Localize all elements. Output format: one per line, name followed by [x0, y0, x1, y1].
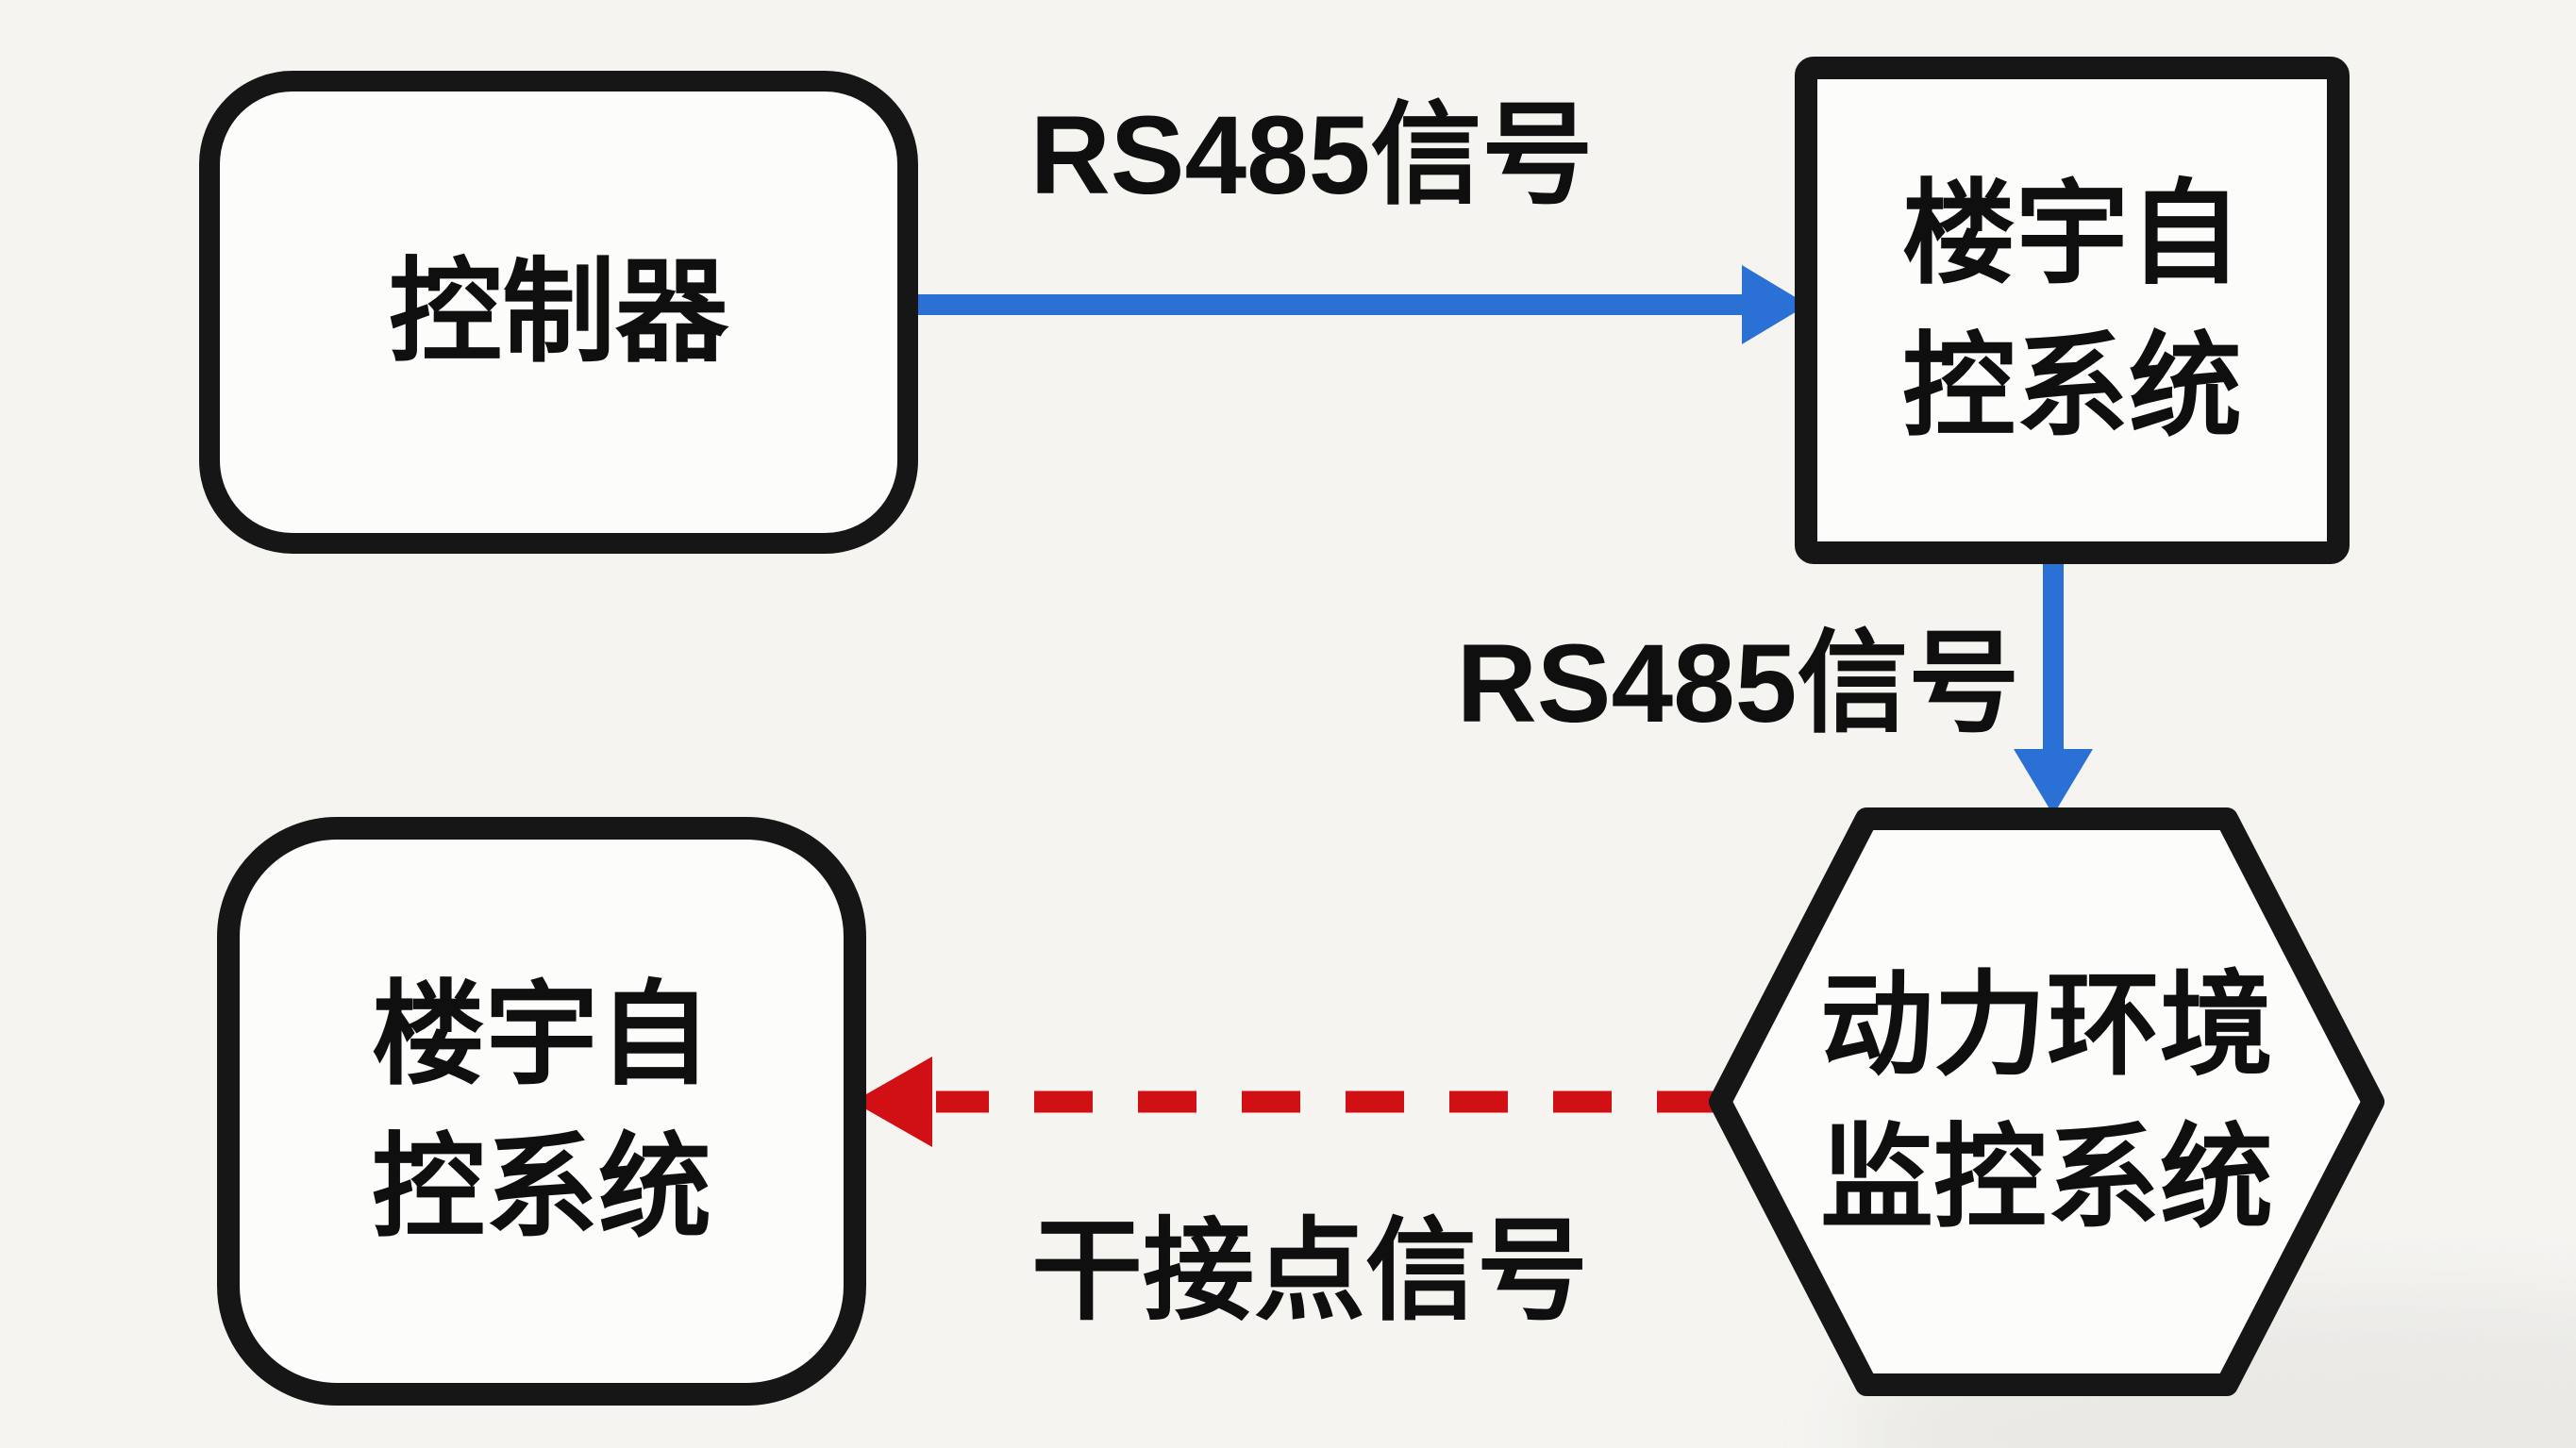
bas-top-label-line2: 控系统 [1902, 324, 2242, 450]
power-env-label-line2: 监控系统 [1820, 1115, 2273, 1241]
power-env-monitor-node [1709, 807, 2384, 1396]
arrowhead-left-icon [853, 1057, 932, 1147]
bas-top-node [1795, 57, 2350, 564]
controller-node [199, 71, 918, 554]
power-env-label-line1: 动力环境 [1820, 962, 2273, 1089]
edge-label-dry-contact: 干接点信号 [1031, 1209, 1588, 1334]
bas-top-label-line1: 楼宇自 [1902, 171, 2242, 297]
bas-bottom-label-line1: 楼宇自 [372, 972, 711, 1098]
bas-bottom-node [217, 817, 866, 1406]
arrowhead-right-icon [1742, 265, 1808, 344]
bas-bottom-label-line2: 控系统 [372, 1124, 711, 1251]
edge-label-rs485-middle: RS485信号 [1457, 622, 2020, 746]
arrowhead-down-icon [2014, 749, 2093, 815]
controller-label: 控制器 [389, 249, 729, 375]
edge-label-rs485-top: RS485信号 [1030, 93, 1594, 218]
